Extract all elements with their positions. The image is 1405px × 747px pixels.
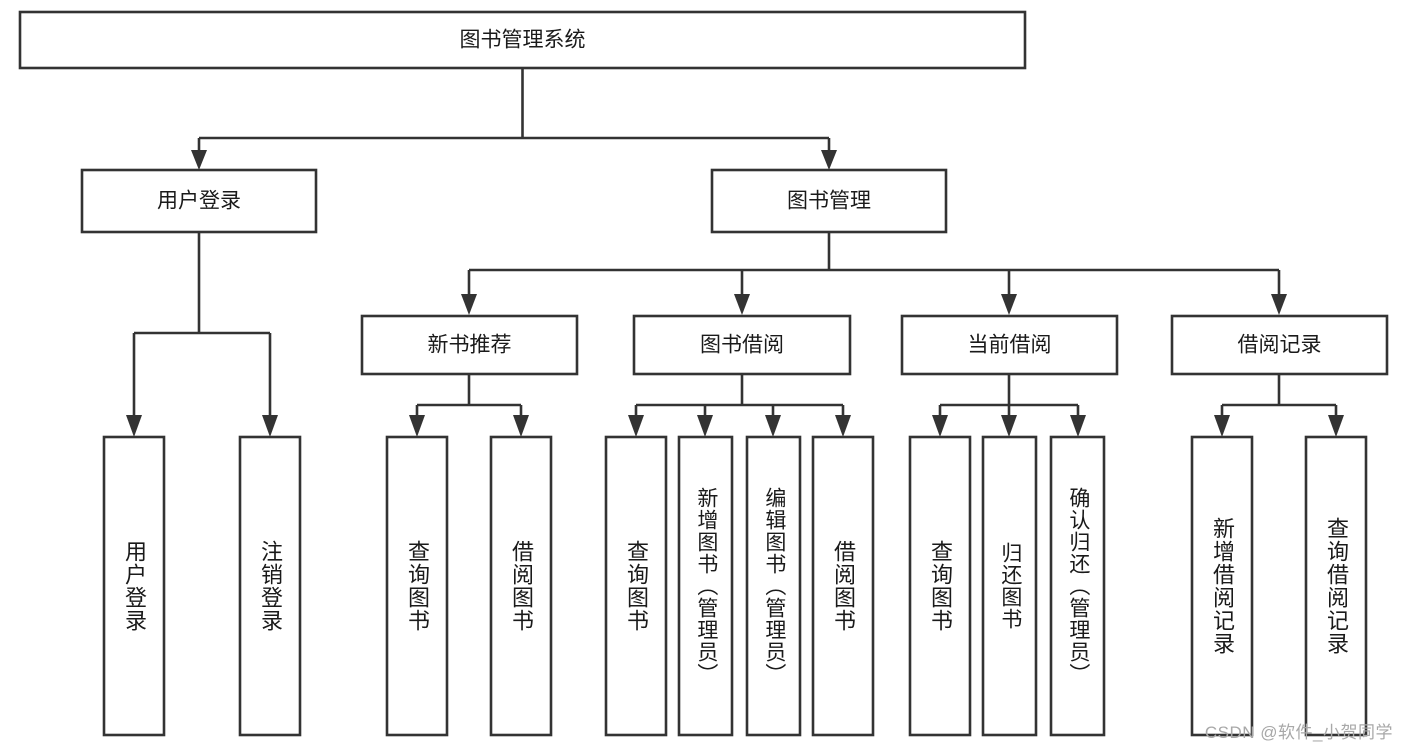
arrow-head-leaf-add-book	[697, 415, 713, 437]
node-root-box[interactable]	[18, 10, 1027, 70]
leaf-boxes-layer	[102, 435, 1368, 737]
node-book-borrow-label: 图书借阅	[700, 334, 784, 357]
arrow-head-leaf-return-book	[1001, 415, 1017, 437]
arrow-head-book-manage	[821, 150, 837, 170]
arrow-head-leaf-add-record	[1214, 415, 1230, 437]
arrow-head-leaf-borrow-book-2	[835, 415, 851, 437]
arrow-head-book-borrow	[734, 294, 750, 315]
connector-layer	[126, 68, 1344, 437]
leaf-box-query-book-1[interactable]	[385, 435, 449, 737]
leaf-box-edit-book[interactable]	[745, 435, 802, 737]
leaf-box-add-book[interactable]	[677, 435, 734, 737]
node-new-book-rec[interactable]: 新书推荐	[360, 314, 579, 376]
node-book-manage-label: 图书管理	[787, 190, 871, 213]
leaf-box-confirm-return[interactable]	[1049, 435, 1106, 737]
leaf-box-user-login[interactable]	[102, 435, 166, 737]
arrow-head-user-login	[191, 150, 207, 170]
node-book-borrow-box[interactable]	[632, 314, 852, 376]
arrow-head-leaf-user-login	[126, 415, 142, 437]
node-current-borrow-box[interactable]	[900, 314, 1119, 376]
node-root[interactable]: 图书管理系统	[18, 10, 1027, 70]
arrow-head-leaf-query-book-1	[409, 415, 425, 437]
node-new-book-rec-label: 新书推荐	[428, 334, 512, 357]
leaf-box-borrow-book-1[interactable]	[489, 435, 553, 737]
node-borrow-record-box[interactable]	[1170, 314, 1389, 376]
node-root-label: 图书管理系统	[460, 29, 586, 52]
node-borrow-record-label: 借阅记录	[1238, 334, 1322, 357]
arrow-head-leaf-confirm-return	[1070, 415, 1086, 437]
node-current-borrow-label: 当前借阅	[968, 334, 1052, 357]
arrow-head-leaf-edit-book	[765, 415, 781, 437]
leaf-box-return-book[interactable]	[981, 435, 1038, 737]
node-user-login-label: 用户登录	[157, 190, 241, 213]
leaf-box-add-record[interactable]	[1190, 435, 1254, 737]
watermark-text: CSDN @软件_小贺同学	[1204, 723, 1393, 742]
node-book-borrow[interactable]: 图书借阅	[632, 314, 852, 376]
arrow-head-leaf-query-book-2	[628, 415, 644, 437]
leaf-box-logout-login[interactable]	[238, 435, 302, 737]
leaf-box-query-book-3[interactable]	[908, 435, 972, 737]
leaf-box-query-record[interactable]	[1304, 435, 1368, 737]
arrow-head-borrow-record	[1271, 294, 1287, 315]
node-user-login[interactable]: 用户登录	[80, 168, 318, 234]
node-book-manage[interactable]: 图书管理	[710, 168, 948, 234]
node-borrow-record[interactable]: 借阅记录	[1170, 314, 1389, 376]
arrow-head-leaf-borrow-book-1	[513, 415, 529, 437]
arrow-head-current-borrow	[1001, 294, 1017, 315]
node-book-manage-box[interactable]	[710, 168, 948, 234]
node-current-borrow[interactable]: 当前借阅	[900, 314, 1119, 376]
arrow-head-leaf-logout-login	[262, 415, 278, 437]
arrow-head-leaf-query-book-3	[932, 415, 948, 437]
arrow-head-leaf-query-record	[1328, 415, 1344, 437]
leaf-box-borrow-book-2[interactable]	[811, 435, 875, 737]
arrow-head-new-book-rec	[461, 294, 477, 315]
node-new-book-rec-box[interactable]	[360, 314, 579, 376]
node-user-login-box[interactable]	[80, 168, 318, 234]
leaf-box-query-book-2[interactable]	[604, 435, 668, 737]
